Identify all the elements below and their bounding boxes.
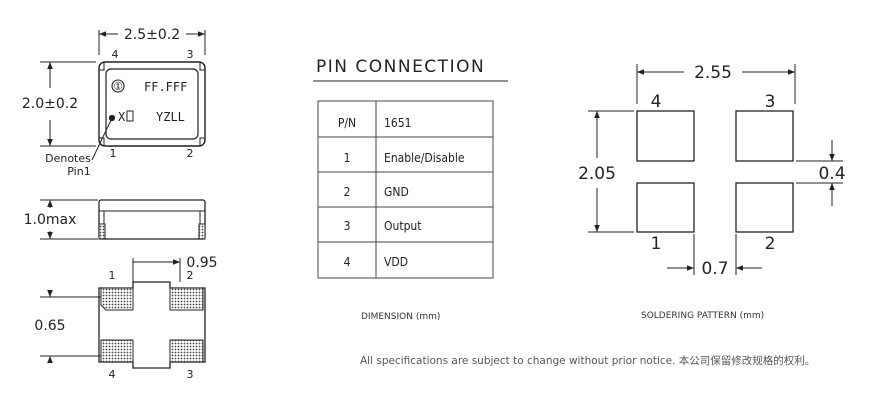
bottom-pin-1-label: 1 xyxy=(109,269,116,282)
pad-pitch-v-dim: 0.65 xyxy=(34,318,65,334)
top-pin-4-label: 4 xyxy=(112,48,119,61)
dimension-caption: DIMENSION (mm) xyxy=(361,312,441,322)
package-width-dim: 2.5±0.2 xyxy=(124,27,180,43)
solder-pad-3-label: 3 xyxy=(765,92,776,112)
table-row-function: VDD xyxy=(384,255,408,269)
solder-height-dim: 2.05 xyxy=(578,164,616,184)
table-row-function: Output xyxy=(384,219,422,233)
table-row-pin: 2 xyxy=(344,185,351,199)
logo-glyph: ① xyxy=(113,80,123,93)
table-header-model: 1651 xyxy=(384,116,411,130)
solder-pad-dim: 0.4 xyxy=(818,164,845,184)
pin-table xyxy=(317,100,494,279)
marking-line2: YZLL xyxy=(156,110,185,124)
top-view xyxy=(40,30,206,161)
pin1-note-line2: Pin1 xyxy=(67,165,90,178)
marking-x: X xyxy=(118,110,126,124)
bottom-view xyxy=(40,258,206,369)
pin1-note-line1: Denotes xyxy=(45,152,91,165)
side-view xyxy=(40,199,206,240)
pad-pitch-h-dim: 0.95 xyxy=(186,255,217,271)
soldering-pattern xyxy=(588,64,843,275)
marking-line1: FF.FFF xyxy=(144,80,187,94)
table-header-pn: P/N xyxy=(338,116,356,130)
pin-connection-title: PIN CONNECTION xyxy=(316,57,485,77)
bottom-pin-3-label: 3 xyxy=(187,368,194,381)
footnote: All specifications are subject to change… xyxy=(360,355,816,367)
top-pin-1-label: 1 xyxy=(110,147,117,160)
package-thickness-dim: 1.0max xyxy=(24,212,77,228)
table-row-function: Enable/Disable xyxy=(384,151,465,165)
solder-pad-1-label: 1 xyxy=(651,234,662,254)
solder-pad-4-label: 4 xyxy=(651,92,662,112)
table-row-pin: 4 xyxy=(344,255,351,269)
bottom-pin-2-label: 2 xyxy=(187,269,194,282)
package-height-dim: 2.0±0.2 xyxy=(22,96,78,112)
table-row-pin: 1 xyxy=(344,151,351,165)
solder-gap-dim: 0.7 xyxy=(701,259,728,279)
top-pin-2-label: 2 xyxy=(187,147,194,160)
bottom-pin-4-label: 4 xyxy=(109,368,116,381)
top-pin-3-label: 3 xyxy=(187,48,194,61)
soldering-caption: SOLDERING PATTERN (mm) xyxy=(641,311,765,321)
solder-width-dim: 2.55 xyxy=(694,63,732,83)
solder-pad-2-label: 2 xyxy=(765,234,776,254)
table-row-function: GND xyxy=(384,185,409,199)
table-row-pin: 3 xyxy=(344,219,351,233)
